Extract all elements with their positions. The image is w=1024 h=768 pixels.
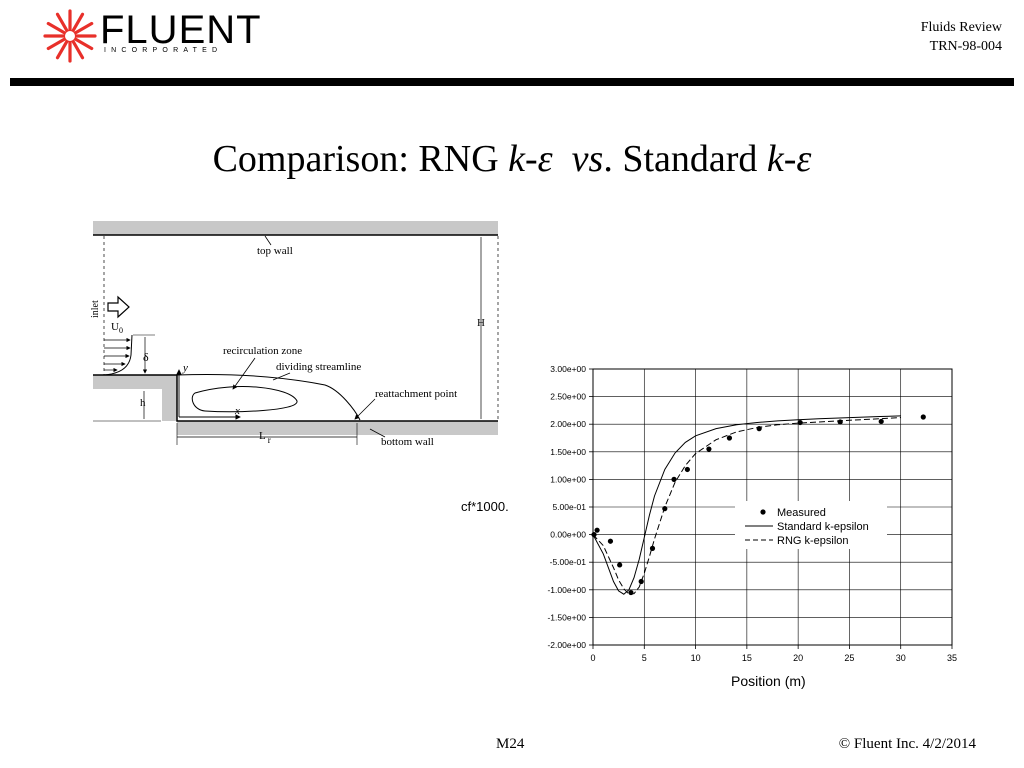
measured-point: [591, 532, 597, 538]
outlet-label: outlet: [504, 322, 505, 345]
measured-point: [671, 476, 677, 482]
title-eps2: ε: [796, 138, 812, 180]
title-k2: k: [766, 138, 784, 180]
measured-point: [837, 419, 843, 425]
legend-measured: Measured: [777, 507, 826, 519]
title-dash1: -: [525, 138, 538, 180]
step-edge: [93, 374, 498, 422]
chart-legend: Measured Standard k-epsilon RNG k-epsilo…: [735, 501, 887, 549]
slide-number: M24: [496, 736, 525, 752]
measured-point: [684, 466, 690, 473]
title-eps1: ε: [537, 138, 553, 180]
y-tick-label: 1.00e+00: [550, 474, 586, 484]
streamline-label: dividing streamline: [276, 361, 361, 373]
measured-point: [878, 418, 884, 425]
logo-text: FLUENT: [100, 8, 262, 52]
measured-point: [726, 435, 733, 441]
chart-xticks: 0 5 10 15 20 25 30 35: [590, 645, 957, 663]
chart-yticks: 3.00e+00 2.50e+00 2.00e+00 1.50e+00 1.00e+00…: [547, 364, 593, 650]
legend-box: [735, 501, 887, 549]
inlet-label: inlet: [90, 300, 101, 318]
y-tick-label: 2.00e+00: [550, 419, 586, 429]
reattachment-pointer: [354, 398, 376, 420]
y-tick-label: -2.00e+00: [547, 640, 586, 650]
x-tick-label: 30: [896, 653, 906, 663]
chart-xlabel: Position (m): [731, 673, 806, 689]
y-tick-label: 0.00e+00: [550, 530, 586, 540]
dividing-streamline: [176, 373, 361, 421]
recirculation-loop: [191, 386, 298, 413]
x-tick-label: 15: [742, 653, 752, 663]
measured-point: [617, 562, 623, 568]
x-tick-label: 35: [947, 653, 957, 663]
review-title: Fluids Review: [920, 20, 1002, 35]
measured-point: [649, 545, 656, 551]
rng-k-epsilon-line: [592, 417, 901, 595]
measured-point: [607, 538, 614, 544]
legend-measured-marker: [760, 509, 766, 515]
delta-label: δ: [143, 350, 149, 364]
sunburst-icon: [43, 9, 97, 63]
header-rule: [10, 78, 1014, 86]
title-dash2: -: [783, 138, 797, 180]
y-tick-label: 1.50e+00: [550, 447, 586, 457]
y-tick-label: -1.50e+00: [547, 612, 586, 622]
x-tick-label: 10: [691, 653, 701, 663]
reattachment-label: reattachment point: [375, 388, 457, 400]
top-wall: [93, 221, 498, 235]
measured-point: [920, 414, 926, 420]
logo-subtext: INCORPORATED: [104, 47, 223, 54]
skin-friction-chart: cf*1000. Position (m) 3.00e+00 2.50e+00 2.…: [461, 364, 957, 689]
measured-point: [594, 527, 600, 533]
velocity-profile: [103, 334, 133, 376]
standard-k-epsilon-line: [592, 415, 901, 595]
x-tick-label: 5: [642, 653, 647, 663]
y-tick-label: -1.00e+00: [547, 585, 586, 595]
x-tick-label: 25: [844, 653, 854, 663]
bottom-wall-pointer: [369, 428, 386, 438]
title-vs: vs: [571, 138, 604, 180]
review-code: TRN-98-004: [929, 39, 1002, 54]
profile-arrows: [104, 337, 131, 373]
x-tick-label: 0: [590, 653, 595, 663]
y-tick-label: 2.50e+00: [550, 392, 586, 402]
legend-standard: Standard k-epsilon: [777, 521, 869, 533]
title-k1: k: [508, 138, 526, 180]
top-wall-pointer: [264, 235, 272, 246]
slide-title: Comparison: RNG k-ε vs. Standard k-ε: [0, 137, 1024, 181]
y-axis-label: y: [182, 362, 188, 374]
chart-series: [591, 414, 926, 596]
copyright: © Fluent Inc. 4/2/2014: [838, 736, 976, 752]
H-label: H: [477, 317, 485, 329]
legend-rng: RNG k-epsilon: [777, 535, 849, 547]
x-tick-label: 20: [793, 653, 803, 663]
chart-ylabel: cf*1000.: [461, 499, 509, 514]
inlet-arrow-icon: [107, 295, 130, 319]
bottom-wall-label: bottom wall: [381, 436, 434, 448]
recirculation-pointer: [232, 357, 256, 390]
title-prefix: Comparison: RNG: [212, 138, 509, 180]
backward-step-schematic: top wall inlet U0 δ h y x recirculation …: [90, 221, 505, 448]
measured-point: [706, 446, 712, 452]
top-wall-label: top wall: [257, 245, 293, 257]
measured-point: [638, 578, 644, 585]
recirculation-label: recirculation zone: [223, 345, 302, 357]
y-tick-label: 3.00e+00: [550, 364, 586, 374]
y-tick-label: -5.00e-01: [550, 557, 587, 567]
streamline-pointer: [272, 372, 291, 381]
measured-point: [797, 419, 803, 426]
review-header: Fluids Review TRN-98-004: [921, 18, 1002, 56]
fluent-logo: [42, 8, 232, 64]
u0-label: U0: [111, 321, 123, 335]
x-axis-label: x: [234, 405, 240, 417]
y-tick-label: 5.00e-01: [552, 502, 586, 512]
h-label: h: [140, 397, 146, 409]
title-mid: . Standard: [603, 138, 767, 180]
measured-point: [662, 506, 668, 512]
step-block: [93, 375, 498, 435]
